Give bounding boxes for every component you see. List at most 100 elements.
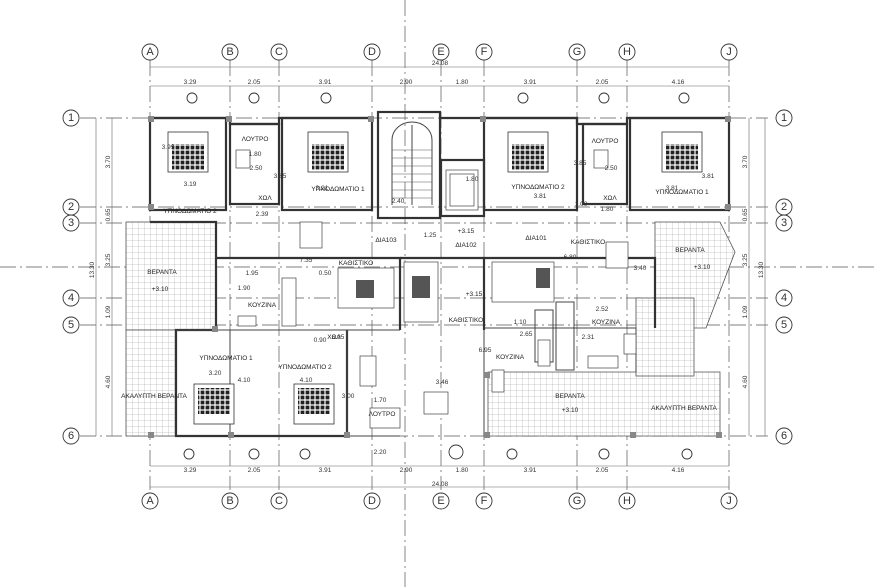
label-bedroom2-bl: ΥΠΝΟΔΩΜΑΤΙΟ 2 <box>278 364 332 371</box>
veranda-left-area <box>125 221 217 331</box>
furniture <box>235 149 637 429</box>
label-bedroom1-tl: ΥΠΝΟΔΩΜΑΤΙΟ 1 <box>311 186 365 193</box>
staircase <box>391 121 479 211</box>
bottom-total-dim: 24.08 <box>432 481 449 488</box>
grid-label-b-bottom: B <box>226 495 233 507</box>
label-covered-veranda-r: ΑΚΑΛΥΠΤΗ ΒΕΡΑΝΤΑ <box>651 405 717 412</box>
bottom-dim-2: 2.05 <box>248 467 261 474</box>
right-dim-3: 3.25 <box>742 253 749 266</box>
level-markers: +3.15 +3.15 +3.10 +3.10 +3.10 <box>152 228 711 414</box>
elev-tag-3 <box>320 92 332 104</box>
label-living-l: ΚΑΘΙΣΤΙΚΟ <box>339 260 373 267</box>
label-hall-bl: ΧΩΛ <box>327 334 341 341</box>
level-310-l: +3.10 <box>152 286 169 293</box>
bottom-dim-8: 4.16 <box>672 467 685 474</box>
svg-text:3.19: 3.19 <box>184 181 197 188</box>
svg-text:2.50: 2.50 <box>250 165 263 172</box>
grid-label-c-bottom: C <box>275 495 283 507</box>
svg-text:4.10: 4.10 <box>300 377 313 384</box>
svg-text:3.46: 3.46 <box>436 379 449 386</box>
label-bedroom1-bl: ΥΠΝΟΔΩΜΑΤΙΟ 1 <box>199 355 253 362</box>
grid-bubbles-top: A B C D E F G H J <box>141 43 738 61</box>
bed-1-cover <box>172 144 204 170</box>
left-dim-5: 4.60 <box>105 375 112 388</box>
label-kitchen-r: ΚΟΥΖΙΝΑ <box>592 319 621 326</box>
elev-tag-11 <box>598 448 610 460</box>
elev-tag-9 <box>299 448 311 460</box>
left-dimension-chain: 13.30 3.70 0.65 3.25 1.09 4.60 <box>89 118 113 436</box>
top-dim-1: 3.29 <box>184 79 197 86</box>
elev-tag-7 <box>183 448 195 460</box>
level-310-r: +3.10 <box>694 264 711 271</box>
label-kitchen-c: ΚΟΥΖΙΝΑ <box>496 354 525 361</box>
left-dim-2: 0.65 <box>105 208 112 221</box>
svg-text:2.40: 2.40 <box>392 198 405 205</box>
grid-label-c-top: C <box>275 46 283 58</box>
top-dim-5: 1.80 <box>456 79 469 86</box>
structural-columns <box>148 116 731 438</box>
svg-text:1.10: 1.10 <box>514 319 527 326</box>
svg-text:3.00: 3.00 <box>342 393 355 400</box>
svg-text:2.50: 2.50 <box>605 165 618 172</box>
grid-label-d-top: D <box>368 46 376 58</box>
label-bath-tr: ΛΟΥΤΡΟ <box>592 138 619 145</box>
top-dim-7: 2.05 <box>596 79 609 86</box>
svg-text:6.80: 6.80 <box>564 254 577 261</box>
top-total-dim: 24.08 <box>432 60 449 67</box>
label-bedroom2-tl: ΥΠΝΟΔΩΜΑΤΙΟ 2 <box>163 208 217 215</box>
right-total-dim: 13.30 <box>758 261 765 278</box>
elevation-tags <box>183 92 693 460</box>
grid-label-b-top: B <box>226 46 233 58</box>
svg-text:1.90: 1.90 <box>238 285 251 292</box>
elev-tag-1 <box>186 92 198 104</box>
svg-text:3.20: 3.20 <box>209 370 222 377</box>
grid-bubbles-left: 1 2 3 4 5 6 <box>62 109 80 445</box>
svg-text:3.85: 3.85 <box>274 173 287 180</box>
svg-text:2.20: 2.20 <box>374 449 387 456</box>
label-hall-tr: ΧΩΛ <box>603 195 617 202</box>
right-dim-4: 1.09 <box>742 305 749 318</box>
bottom-dim-6: 3.91 <box>524 467 537 474</box>
grid-bubbles-bottom: A B C D E F G H J <box>141 492 738 510</box>
elev-tag-6 <box>678 92 690 104</box>
grid-label-e-top: E <box>437 46 444 58</box>
svg-text:1.80: 1.80 <box>249 151 262 158</box>
grid-label-g-bottom: G <box>573 495 582 507</box>
svg-text:7.35: 7.35 <box>300 257 313 264</box>
svg-text:4.10: 4.10 <box>238 377 251 384</box>
svg-text:3.40: 3.40 <box>634 265 647 272</box>
svg-text:1.70: 1.70 <box>374 397 387 404</box>
label-veranda-r: ΒΕΡΑΝΤΑ <box>675 247 705 254</box>
grid-label-4-right: 4 <box>781 292 787 304</box>
label-bedroom1-tr: ΥΠΝΟΔΩΜΑΤΙΟ 1 <box>655 189 709 196</box>
right-dimension-chain: 3.70 0.65 3.25 1.09 4.60 13.30 <box>742 118 766 436</box>
bottom-dimension-chain: 3.29 2.05 3.91 2.90 1.80 3.91 2.05 4.16 … <box>150 465 729 488</box>
grid-bubbles-right: 1 2 3 4 5 6 <box>775 109 793 445</box>
veranda-right-lower-area <box>635 297 695 377</box>
top-dim-2: 2.05 <box>248 79 261 86</box>
label-bath-tl: ΛΟΥΤΡΟ <box>242 136 269 143</box>
svg-text:1.95: 1.95 <box>246 270 259 277</box>
label-veranda-l: ΒΕΡΑΝΤΑ <box>147 269 177 276</box>
label-living-r: ΚΑΘΙΣΤΙΚΟ <box>571 239 605 246</box>
svg-text:0.90: 0.90 <box>314 337 327 344</box>
elev-tag-2 <box>248 92 260 104</box>
top-dim-8: 4.16 <box>672 79 685 86</box>
right-dim-1: 3.70 <box>742 155 749 168</box>
tag-a103: ΔΙΑ103 <box>375 237 397 244</box>
left-dim-1: 3.70 <box>105 155 112 168</box>
svg-text:2.52: 2.52 <box>596 306 609 313</box>
grid-label-j-bottom: J <box>726 495 732 507</box>
elev-tag-12 <box>681 448 693 460</box>
grid-label-h-top: H <box>623 46 631 58</box>
right-dim-2: 0.65 <box>742 208 749 221</box>
label-bath-bl: ΛΟΥΤΡΟ <box>369 411 396 418</box>
tag-a102: ΔΙΑ102 <box>455 242 477 249</box>
svg-text:0.50: 0.50 <box>319 270 332 277</box>
label-hall-tl: ΧΩΛ <box>258 195 272 202</box>
grid-label-f-bottom: F <box>481 495 488 507</box>
label-kitchen-l: ΚΟΥΖΙΝΑ <box>248 302 277 309</box>
svg-text:2.39: 2.39 <box>256 211 269 218</box>
tag-a101: ΔΙΑ101 <box>525 235 547 242</box>
bottom-dim-3: 3.91 <box>319 467 332 474</box>
